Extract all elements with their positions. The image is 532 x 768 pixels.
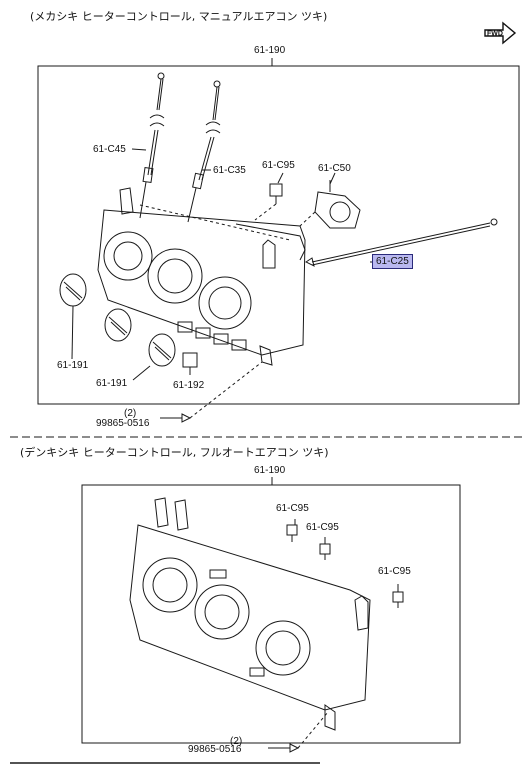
label-61-c95-top: 61-C95 [262,160,295,171]
svg-text:FWD: FWD [487,31,503,38]
label-61-c95-b1: 61-C95 [276,503,309,514]
label-61-c95-b3: 61-C95 [378,566,411,577]
clip-c95-b1 [286,519,298,542]
screw-top [160,361,263,423]
label-61-c45: 61-C45 [93,144,126,155]
clip-c95-b2 [319,537,331,560]
label-screw-part-bottom: 99865-0516 [188,744,242,755]
top-frame [37,65,520,405]
label-61-192: 61-192 [173,380,205,391]
clip-c95-b3 [392,584,404,608]
top-section-heading: (メカシキ ヒーターコントロール, マニュアルエアコン ツキ) [30,10,328,23]
cable-c45 [139,72,165,219]
clip-c95-top [254,183,283,221]
label-screw-qty-top: (2) [124,408,137,419]
button-192 [182,352,198,368]
label-61-c50: 61-C50 [318,163,351,174]
label-61-190-top: 61-190 [254,45,286,56]
actuator-c50 [299,180,361,229]
label-61-191-a: 61-191 [57,360,89,371]
bottom-section-heading: (デンキシキ ヒーターコントロール, フルオートエアコン ツキ) [20,446,329,459]
bottom-frame [81,484,461,744]
top-control-panel [97,187,306,366]
bottom-control-panel [129,497,371,731]
label-61-c25: 61-C25 [372,254,413,269]
label-61-c95-b2: 61-C95 [306,522,339,533]
label-61-191-b: 61-191 [96,378,128,389]
label-screw-qty-bottom: (2) [230,736,243,747]
label-61-c35: 61-C35 [213,165,246,176]
cable-c25 [305,218,498,267]
knob-191-a [59,273,87,307]
fwd-arrow-icon: FWD [483,18,517,46]
knob-191-b [104,308,132,342]
label-61-190-bottom: 61-190 [254,465,286,476]
cable-c35 [187,80,221,223]
screw-bottom [268,711,329,753]
label-screw-part-top: 99865-0516 [96,418,150,429]
knob-191-c [148,333,176,367]
